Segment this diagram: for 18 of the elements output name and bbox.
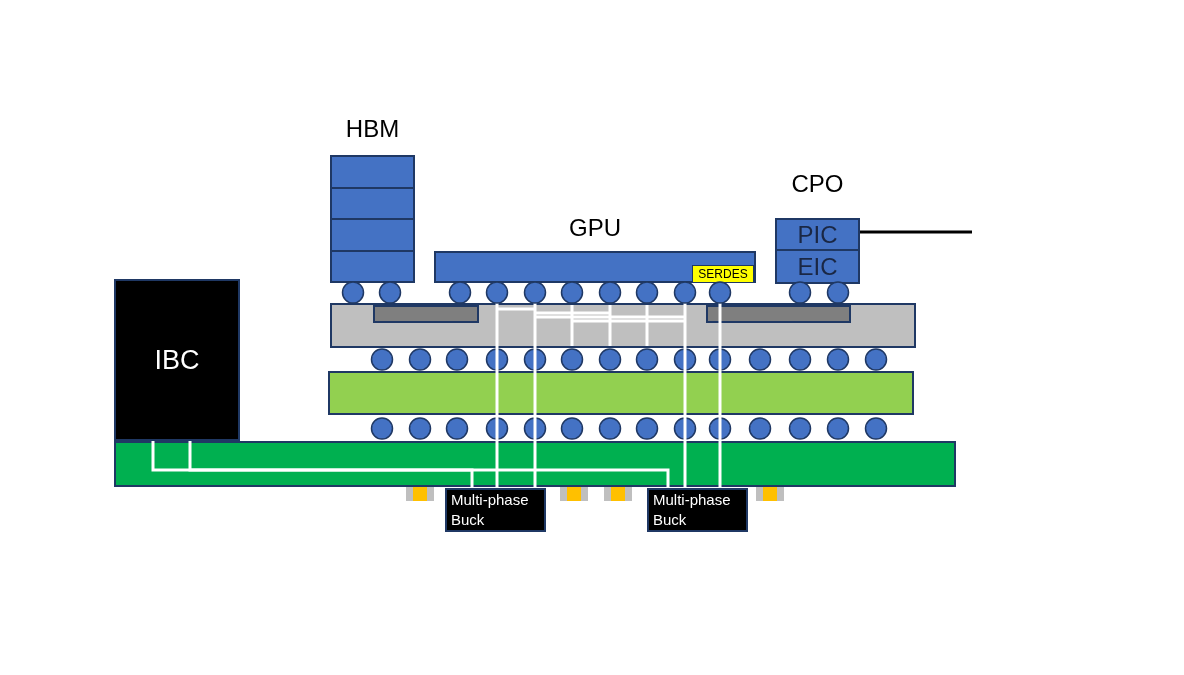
component-label: CPO [791, 169, 844, 199]
block-label: SERDES [698, 267, 748, 281]
chip-label: EIC [797, 252, 838, 281]
block-label: IBC [154, 344, 200, 376]
serdes-block [692, 265, 754, 283]
component-label: HBM [345, 114, 400, 144]
optical-fiber-line [860, 230, 972, 234]
converter-block [114, 279, 240, 441]
chip-label: PIC [797, 220, 838, 249]
chip-layer [775, 251, 860, 284]
power-trace [188, 441, 670, 488]
module-label: Multi-phase Buck [653, 490, 732, 530]
regulator-module [445, 488, 546, 532]
module-label: Multi-phase Buck [451, 490, 530, 530]
component-label: GPU [569, 213, 621, 243]
chip-layer [775, 218, 860, 251]
regulator-module [647, 488, 748, 532]
power-trace [151, 441, 474, 488]
